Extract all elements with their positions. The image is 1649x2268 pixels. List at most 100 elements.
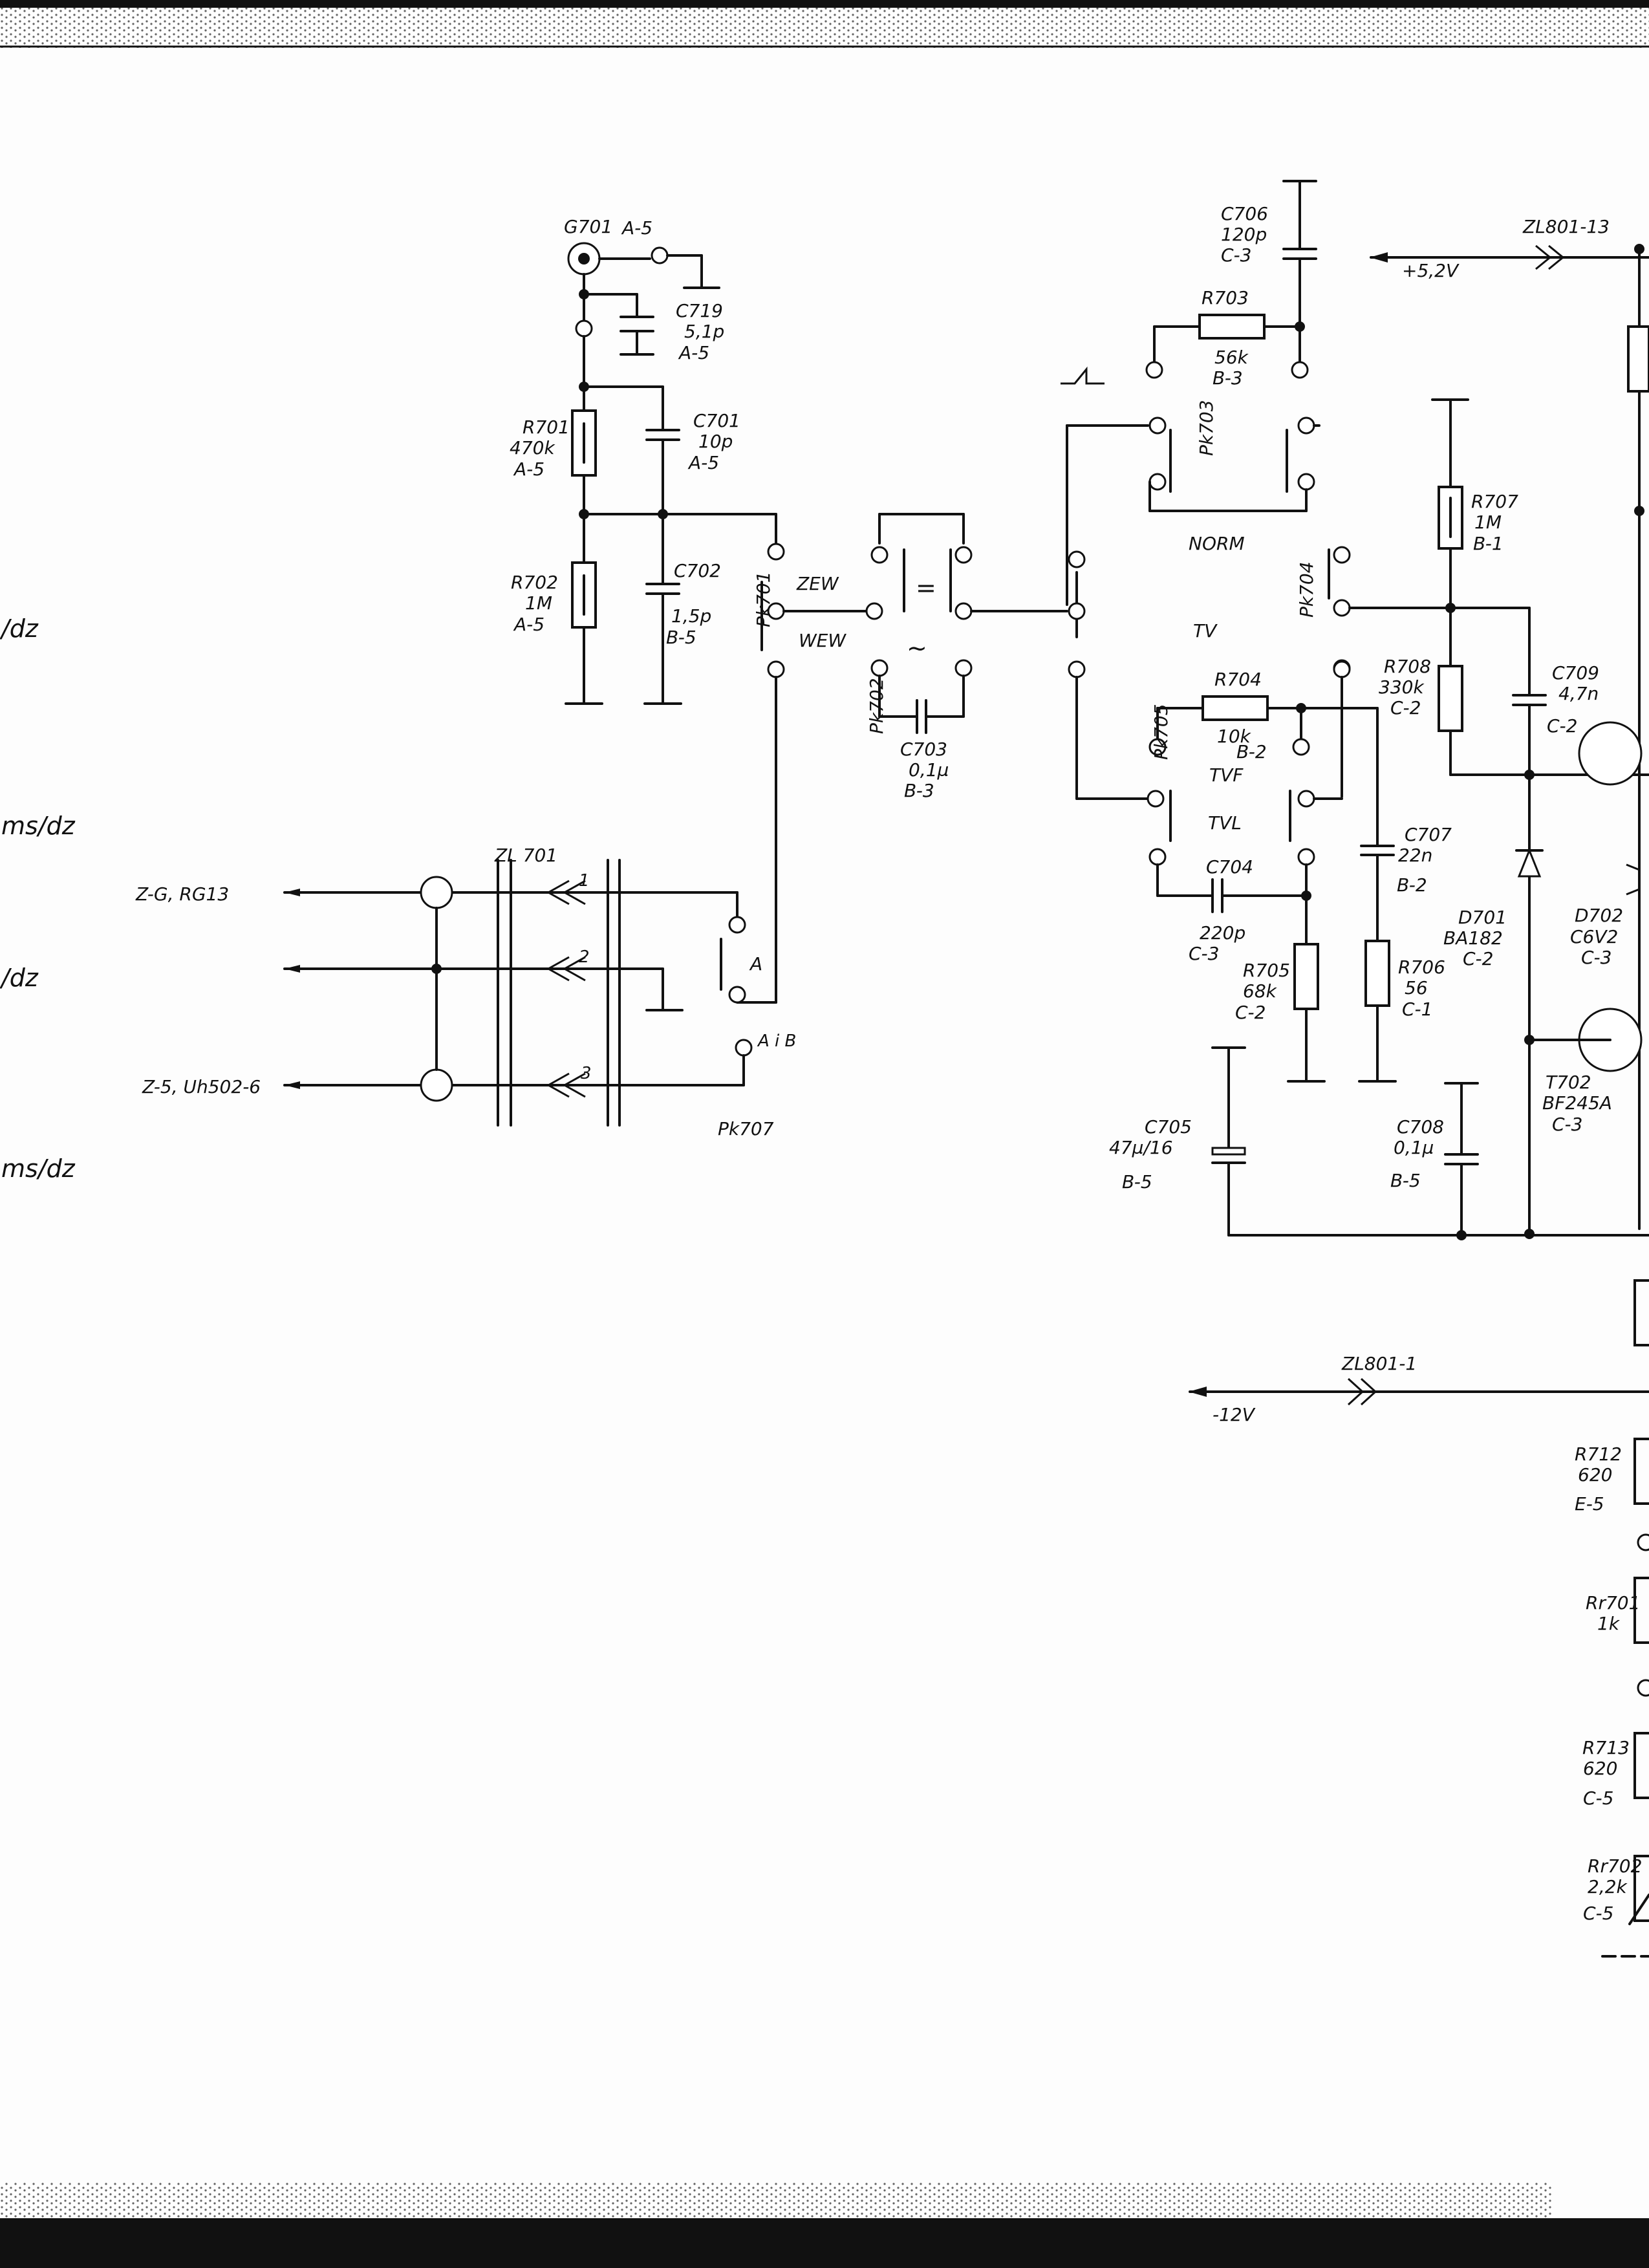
minus-rail-label: -12V xyxy=(1212,1404,1256,1425)
c701-value: 10p xyxy=(698,431,733,452)
eq-symbol: = xyxy=(916,574,936,602)
pk702-label: Pk702 xyxy=(866,678,887,734)
scan-bottom-border xyxy=(0,2183,1649,2268)
pk701-label: Pk701 xyxy=(753,571,774,627)
r705-ref: C-2 xyxy=(1235,1002,1266,1023)
c702-value: 1,5p xyxy=(671,605,711,627)
c704-ref: C-3 xyxy=(1189,943,1219,964)
right-edge-components: R712 620 E-5 Rr701 1k R713 620 C-5 Rr702… xyxy=(1575,1279,1649,1958)
r703-value: 56k xyxy=(1214,347,1249,368)
c719-value: 5,1p xyxy=(684,321,724,342)
ac-symbol: ~ xyxy=(907,634,927,662)
rr701-name: Rr701 xyxy=(1586,1592,1640,1614)
pk707-switch: A A i B Pk707 xyxy=(718,891,796,1139)
scan-top-border xyxy=(0,0,1649,48)
c705-ref: B-5 xyxy=(1122,1171,1152,1193)
rr702-value: 2,2k xyxy=(1588,1876,1628,1897)
r706-value: 56 xyxy=(1405,977,1428,999)
edge-label-1: /dz xyxy=(0,614,39,643)
r706-name: R706 xyxy=(1398,956,1445,978)
c708-name: C708 xyxy=(1397,1116,1444,1138)
zl701-pin3: 3 xyxy=(581,1064,592,1083)
r713-ref: C-5 xyxy=(1583,1787,1613,1809)
zl701-pin1: 1 xyxy=(579,871,590,891)
r713-value: 620 xyxy=(1583,1758,1617,1779)
r701-ref: A-5 xyxy=(513,459,544,480)
r708-name: R708 xyxy=(1384,656,1431,677)
r707-value: 1M xyxy=(1474,512,1502,533)
r701-name: R701 xyxy=(523,416,570,438)
tvl-label: TVL xyxy=(1208,812,1242,834)
pk703-label: Pk703 xyxy=(1196,400,1217,456)
c706-ref: C-3 xyxy=(1221,244,1251,266)
d701-name: D701 xyxy=(1458,907,1507,928)
pk702-switch: = ~ Pk702 C703 0,1µ B-3 xyxy=(865,513,1068,801)
aib-label: A i B xyxy=(757,1031,796,1051)
pk704-label: Pk704 xyxy=(1296,561,1317,618)
r702-value: 1M xyxy=(525,592,552,614)
r713-name: R713 xyxy=(1582,1737,1630,1758)
a-label: A xyxy=(749,953,762,975)
bottom-bus: C705 47µ/16 B-5 C708 0,1µ B-5 xyxy=(1109,1046,1649,1240)
r704-ref: B-2 xyxy=(1236,741,1267,762)
c703-name: C703 xyxy=(900,739,947,760)
r712-ref: E-5 xyxy=(1575,1493,1604,1515)
plus-rail-label: +5,2V xyxy=(1402,260,1460,281)
r703-name: R703 xyxy=(1202,287,1249,308)
r704-value: 10k xyxy=(1217,726,1252,747)
c709-value: 4,7n xyxy=(1558,683,1599,704)
tv-label: TV xyxy=(1193,620,1218,642)
c709-name: C709 xyxy=(1552,662,1599,684)
c707-value: 22n xyxy=(1398,845,1432,866)
g701-connector: G701 A-5 xyxy=(564,216,720,289)
t702-name: T702 xyxy=(1546,1072,1591,1093)
rr701-value: 1k xyxy=(1597,1613,1621,1634)
tvf-label: TVF xyxy=(1209,764,1244,786)
c702-name: C702 xyxy=(674,560,721,581)
c708-value: 0,1µ xyxy=(1394,1137,1434,1158)
r703-ref: B-3 xyxy=(1212,367,1243,389)
pk705-network: Pk705 R704 10k B-2 TVF TVL C707 22n B-2 … xyxy=(1148,660,1452,1083)
c705-value: 47µ/16 xyxy=(1109,1137,1173,1158)
r707-r708-branch: R707 1M B-1 R708 330k C-2 C709 4,7n C-2 … xyxy=(1379,398,1649,1239)
zl701-pin2: 2 xyxy=(579,947,590,967)
minus-rail: -12V ZL801-1 xyxy=(1189,1353,1649,1425)
wew-label: WEW xyxy=(799,630,846,651)
c708-ref: B-5 xyxy=(1390,1170,1421,1191)
d701-value: BA182 xyxy=(1443,927,1503,949)
c701-name: C701 xyxy=(693,410,740,431)
c704-value: 220p xyxy=(1200,922,1245,944)
r704-name: R704 xyxy=(1214,669,1262,690)
edge-label-3: /dz xyxy=(0,964,39,992)
left-connector-top: Z-G, RG13 xyxy=(135,883,229,905)
r702-name: R702 xyxy=(511,572,558,593)
edge-labels: /dz ms/dz /dz ms/dz xyxy=(0,614,76,1183)
c703-ref: B-3 xyxy=(904,780,934,801)
c706-name: C706 xyxy=(1221,203,1268,224)
plus-rail: +5,2V ZL801-13 xyxy=(1370,216,1649,1230)
c703-value: 0,1µ xyxy=(909,759,949,781)
edge-label-2: ms/dz xyxy=(1,812,76,840)
zl701-connector: ZL 701 1 2 3 Z-G, RG13 Z-5, Uh502-6 xyxy=(135,845,745,1127)
rr702-ref: C-5 xyxy=(1583,1903,1613,1924)
edge-label-4: ms/dz xyxy=(1,1154,76,1183)
d702-ref: C-3 xyxy=(1581,947,1611,968)
r708-value: 330k xyxy=(1379,676,1425,698)
zew-label: ZEW xyxy=(796,573,839,594)
t702-ref: C-3 xyxy=(1552,1114,1582,1135)
c705-name: C705 xyxy=(1145,1116,1192,1138)
c704-name: C704 xyxy=(1206,856,1253,878)
zl801-1-label: ZL801-1 xyxy=(1341,1353,1417,1374)
r712-value: 620 xyxy=(1578,1464,1612,1485)
zl801-13-label: ZL801-13 xyxy=(1522,216,1610,237)
d701-ref: C-2 xyxy=(1463,948,1493,969)
c706-value: 120p xyxy=(1221,224,1267,245)
r705-name: R705 xyxy=(1243,960,1290,981)
r701-value: 470k xyxy=(510,437,555,459)
c709-ref: C-2 xyxy=(1547,715,1577,737)
r706-ref: C-1 xyxy=(1402,999,1432,1020)
pk705-label: Pk705 xyxy=(1150,704,1172,760)
d702-name: D702 xyxy=(1575,905,1623,926)
